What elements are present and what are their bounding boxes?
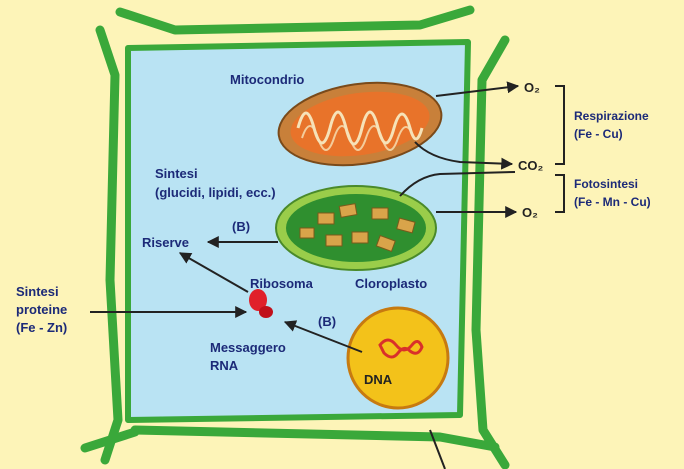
label-respirazione-metals: (Fe - Cu) xyxy=(574,127,623,141)
label-co2: CO₂ xyxy=(518,158,544,173)
label-o2-bottom: O₂ xyxy=(522,205,538,220)
label-mitocondrio: Mitocondrio xyxy=(230,72,304,87)
label-b-lower: (B) xyxy=(318,314,336,329)
label-sintesi-proteine-2: proteine xyxy=(16,302,67,317)
label-cloroplasto: Cloroplasto xyxy=(355,276,427,291)
label-sintesi-proteine-1: Sintesi xyxy=(16,284,59,299)
label-fotosintesi: Fotosintesi xyxy=(574,177,638,191)
label-respirazione: Respirazione xyxy=(574,109,649,123)
label-ribosoma: Ribosoma xyxy=(250,276,314,291)
label-sintesi-detail: (glucidi, lipidi, ecc.) xyxy=(155,185,276,200)
chloroplast xyxy=(276,186,436,270)
label-rna: RNA xyxy=(210,358,239,373)
label-messaggero: Messaggero xyxy=(210,340,286,355)
nucleus xyxy=(348,308,448,408)
label-sintesi-proteine-3: (Fe - Zn) xyxy=(16,320,67,335)
label-fotosintesi-metals: (Fe - Mn - Cu) xyxy=(574,195,651,209)
label-dna: DNA xyxy=(364,372,393,387)
label-o2-top: O₂ xyxy=(524,80,540,95)
label-riserve: Riserve xyxy=(142,235,189,250)
label-sintesi: Sintesi xyxy=(155,166,198,181)
label-b-upper: (B) xyxy=(232,219,250,234)
